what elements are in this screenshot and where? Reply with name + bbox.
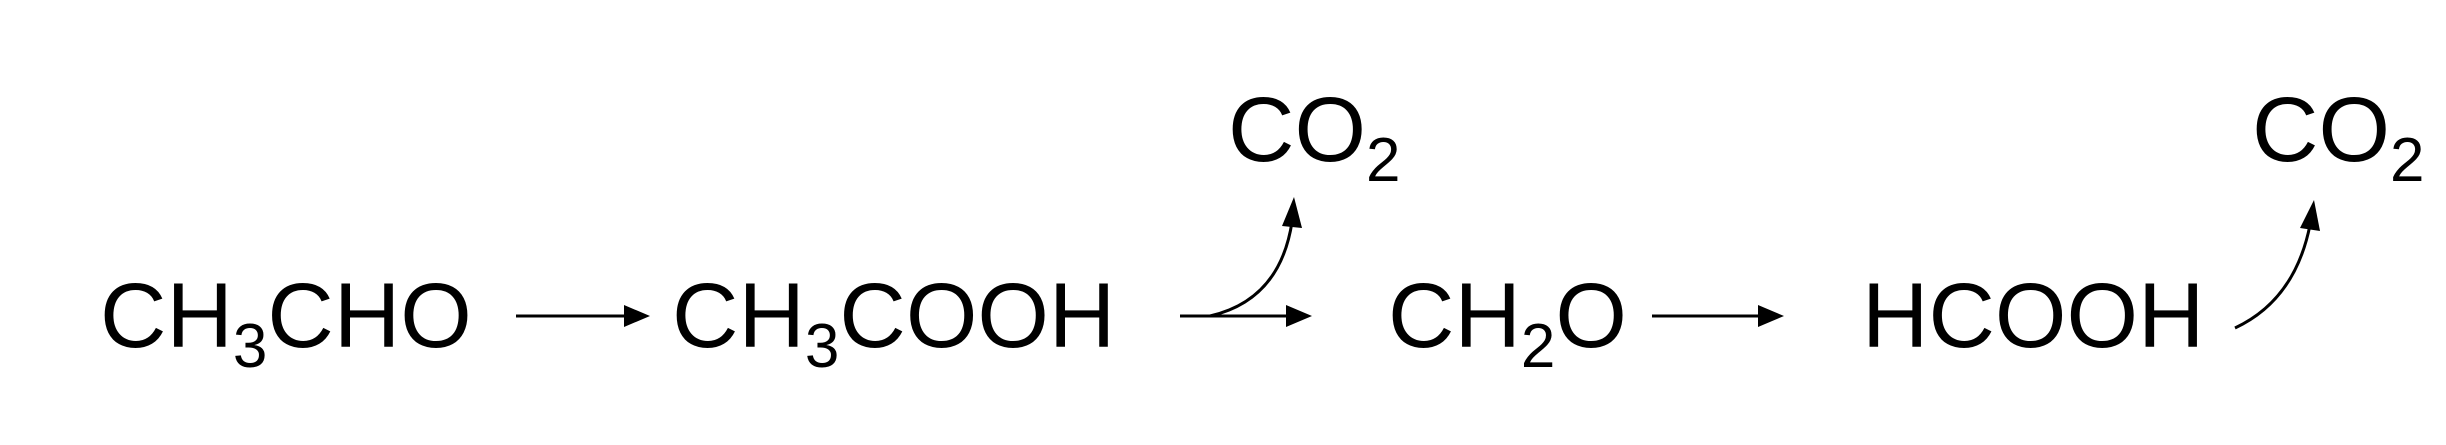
- formaldehyde-subscript: 2: [1520, 312, 1556, 381]
- acetic-acid-suffix: COOH: [839, 265, 1116, 367]
- acetaldehyde-suffix: CHO: [267, 265, 472, 367]
- arrow-decarboxylation-second: [2234, 224, 2312, 330]
- co2-second-prefix: CO: [2252, 79, 2390, 181]
- arrowhead-4: [1758, 305, 1784, 327]
- arrowhead-1: [624, 305, 650, 327]
- co2-second-subscript: 2: [2390, 126, 2425, 195]
- compound-acetaldehyde: CH3CHO: [100, 270, 472, 378]
- co2-first-prefix: CO: [1228, 79, 1366, 181]
- compound-formaldehyde: CH2O: [1388, 270, 1627, 378]
- formaldehyde-suffix: O: [1555, 265, 1627, 367]
- compound-co2-first: CO2: [1228, 84, 1400, 192]
- acetaldehyde-prefix: CH: [100, 265, 233, 367]
- acetaldehyde-subscript: 3: [232, 312, 268, 381]
- compound-co2-second: CO2: [2252, 84, 2424, 192]
- arrowhead-2: [1286, 305, 1312, 327]
- arrowhead-3: [1282, 197, 1302, 228]
- formic-acid-label: HCOOH: [1862, 265, 2205, 367]
- acetic-acid-prefix: CH: [672, 265, 805, 367]
- acetic-acid-subscript: 3: [804, 312, 840, 381]
- arrow-decarboxylation-first: [1209, 221, 1294, 318]
- formaldehyde-prefix: CH: [1388, 265, 1521, 367]
- co2-first-subscript: 2: [1366, 126, 1401, 195]
- arrowhead-5: [2300, 200, 2320, 231]
- compound-formic-acid: HCOOH: [1862, 270, 2204, 362]
- compound-acetic-acid: CH3COOH: [672, 270, 1115, 378]
